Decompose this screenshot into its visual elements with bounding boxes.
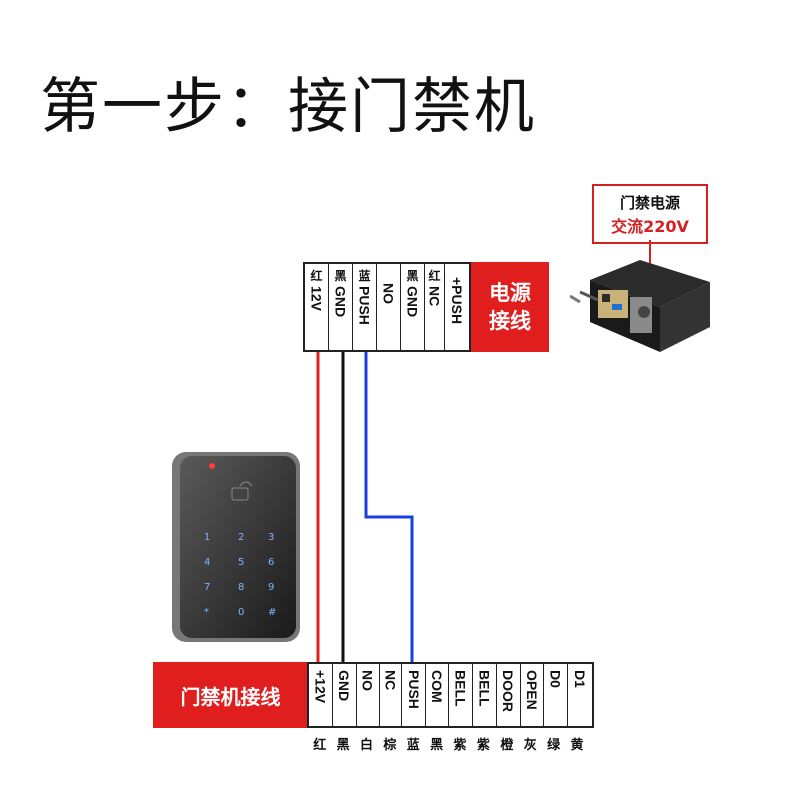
wire-color-label: 白	[359, 738, 373, 753]
controller-terminal: D0	[544, 664, 569, 726]
terminal-name: D1	[572, 670, 589, 688]
terminal-name: 12V	[308, 286, 325, 311]
power-supply-box: 门禁电源 交流220V	[592, 184, 708, 244]
power-terminal: 黑 GND	[401, 264, 425, 350]
terminal-color: 黑	[406, 269, 419, 283]
wire-color-row: 红 黑 白 棕 蓝 黑 紫 紫 橙 灰 绿 黄	[308, 734, 589, 753]
power-terminal: 蓝 PUSH	[353, 264, 377, 350]
terminal-name: GND	[336, 670, 353, 702]
controller-terminal-block: +12V GND NO NC PUSH COM BELL BELL DOOR O…	[307, 662, 594, 728]
svg-text:6: 6	[268, 557, 274, 568]
terminal-name: OPEN	[523, 670, 540, 710]
wire-color-label: 灰	[523, 738, 537, 753]
terminal-color: 黑	[334, 269, 347, 283]
controller-terminal: +12V	[309, 664, 333, 726]
controller-terminal: OPEN	[521, 664, 545, 726]
svg-text:5: 5	[238, 557, 244, 568]
controller-wiring-label: 门禁机接线	[153, 662, 308, 728]
terminal-color: 红	[310, 269, 323, 283]
terminal-name: GND	[404, 286, 421, 318]
svg-text:9: 9	[268, 582, 274, 593]
terminal-name: PUSH	[405, 670, 422, 709]
power-connector-line	[649, 240, 651, 266]
power-label-line1: 电源	[489, 281, 531, 305]
terminal-name: BELL	[452, 670, 469, 707]
svg-text:*: *	[204, 607, 209, 618]
controller-terminal: COM	[426, 664, 450, 726]
controller-terminal: BELL	[449, 664, 473, 726]
svg-text:1: 1	[204, 532, 210, 543]
terminal-name: BELL	[476, 670, 493, 707]
svg-text:7: 7	[204, 582, 210, 593]
svg-text:4: 4	[204, 557, 210, 568]
page-title: 第一步：接门禁机	[40, 72, 536, 142]
keypad-device-icon: 1 2 3 4 5 6 7 8 9 * 0 #	[172, 452, 300, 642]
wire-color-label: 绿	[547, 738, 561, 753]
svg-text:2: 2	[238, 532, 244, 543]
wire-color-label: 紫	[476, 738, 490, 753]
terminal-color: 蓝	[358, 269, 371, 283]
wire-color-label: 紫	[453, 738, 467, 753]
controller-terminal: GND	[333, 664, 357, 726]
wire-color-label: 黄	[570, 738, 584, 753]
controller-terminal: NC	[380, 664, 403, 726]
wire-color-label: 蓝	[406, 738, 420, 753]
wire-color-label: 棕	[383, 738, 397, 753]
power-terminal: 红 12V	[305, 264, 329, 350]
terminal-name: NO	[380, 283, 397, 304]
controller-terminal: PUSH	[402, 664, 427, 726]
controller-terminal: BELL	[473, 664, 497, 726]
svg-text:8: 8	[238, 582, 244, 593]
power-label-line2: 接线	[489, 309, 531, 333]
controller-label-text: 门禁机接线	[180, 684, 281, 709]
power-supply-device-icon	[570, 260, 710, 352]
terminal-name: NC	[426, 286, 443, 307]
terminal-name: PUSH	[356, 286, 373, 325]
power-terminal: NO	[377, 264, 401, 350]
terminal-name: GND	[332, 286, 349, 318]
wire-color-label: 黑	[430, 738, 444, 753]
controller-terminal: D1	[568, 664, 592, 726]
wire-color-label: 红	[313, 738, 327, 753]
terminal-name: NO	[359, 670, 376, 691]
power-supply-voltage: 交流220V	[611, 217, 689, 236]
svg-text:#: #	[268, 607, 276, 618]
power-terminal: +PUSH	[445, 264, 469, 350]
terminal-name: NC	[382, 670, 399, 691]
controller-terminal: DOOR	[497, 664, 521, 726]
wire-color-label: 黑	[336, 738, 350, 753]
svg-text:3: 3	[268, 532, 274, 543]
wire-color-label: 橙	[500, 738, 514, 753]
power-terminal: 红 NC	[425, 264, 445, 350]
terminal-name: DOOR	[500, 670, 517, 712]
blue-wire	[364, 350, 414, 662]
terminal-name: D0	[547, 670, 564, 688]
terminal-color: 红	[428, 269, 441, 283]
terminal-name: +12V	[312, 670, 329, 704]
power-supply-title: 门禁电源	[619, 194, 680, 212]
terminal-name: COM	[429, 670, 446, 703]
controller-terminal: NO	[357, 664, 380, 726]
power-terminal-block: 红 12V 黑 GND 蓝 PUSH NO 黑 GND 红 NC +PUSH	[303, 262, 471, 352]
power-terminal: 黑 GND	[329, 264, 353, 350]
power-wiring-label: 电源 接线	[471, 262, 549, 352]
terminal-name: +PUSH	[449, 277, 465, 325]
svg-text:0: 0	[238, 607, 244, 618]
